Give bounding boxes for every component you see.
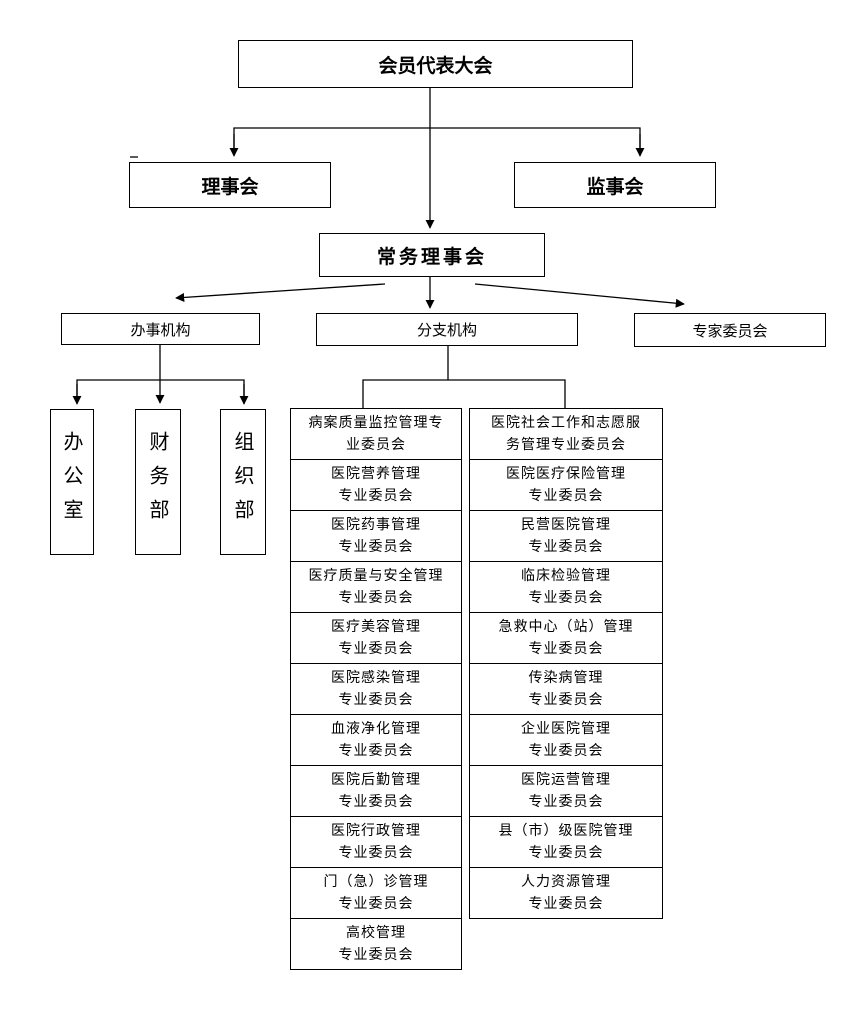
general-assembly-box: 会员代表大会	[238, 40, 633, 88]
committee-name-line2: 专业委员会	[338, 641, 414, 657]
committee-name-line2: 专业委员会	[528, 539, 604, 555]
committee-name-line1: 血液净化管理	[331, 721, 421, 737]
committee-name-line1: 医院药事管理	[331, 517, 421, 533]
committee-name-line2: 专业委员会	[528, 896, 604, 912]
standing-council-box: 常务理事会	[319, 233, 545, 277]
committee-cell: 高校管理专业委员会	[290, 918, 462, 970]
department-office: 办公室	[50, 409, 94, 555]
committee-name-line2: 专业委员会	[338, 692, 414, 708]
committee-name-line1: 人力资源管理	[521, 874, 611, 890]
committee-cell: 血液净化管理专业委员会	[290, 714, 462, 766]
committee-cell: 医院医疗保险管理专业委员会	[469, 459, 663, 511]
committee-cell: 医疗质量与安全管理专业委员会	[290, 561, 462, 613]
committee-name-line2: 专业委员会	[528, 794, 604, 810]
committee-cell: 医院运营管理专业委员会	[469, 765, 663, 817]
committee-name-line2: 专业委员会	[338, 896, 414, 912]
branch-line-committees	[362, 379, 566, 408]
committee-name-line1: 高校管理	[346, 925, 406, 941]
committee-name-line2: 专业委员会	[338, 743, 414, 759]
committee-name-line2: 业委员会	[346, 437, 406, 453]
arrow-to-office	[175, 283, 386, 302]
committee-cell: 企业医院管理专业委员会	[469, 714, 663, 766]
committee-name-line1: 医疗质量与安全管理	[308, 568, 444, 584]
committee-cell: 人力资源管理专业委员会	[469, 867, 663, 919]
committee-name-line1: 医院营养管理	[331, 466, 421, 482]
committee-name-line2: 专业委员会	[338, 794, 414, 810]
committee-name-line2: 专业委员会	[528, 641, 604, 657]
committee-cell: 医院后勤管理专业委员会	[290, 765, 462, 817]
committee-name-line1: 医院医疗保险管理	[506, 466, 626, 482]
committee-cell: 医院感染管理专业委员会	[290, 663, 462, 715]
committee-cell: 医院药事管理专业委员会	[290, 510, 462, 562]
committee-name-line1: 医疗美容管理	[331, 619, 421, 635]
department-organization: 组织部	[220, 409, 266, 555]
committee-name-line1: 医院社会工作和志愿服	[491, 415, 641, 431]
committee-name-line1: 病案质量监控管理专	[308, 415, 444, 431]
committee-name-line2: 专业委员会	[528, 743, 604, 759]
committee-cell: 病案质量监控管理专业委员会	[290, 408, 462, 460]
committee-name-line2: 专业委员会	[338, 947, 414, 963]
branch-line-level2	[233, 127, 641, 152]
committee-name-line1: 临床检验管理	[521, 568, 611, 584]
committee-name-line2: 专业委员会	[338, 845, 414, 861]
committee-name-line2: 专业委员会	[338, 590, 414, 606]
committee-cell: 医院营养管理专业委员会	[290, 459, 462, 511]
committee-name-line2: 专业委员会	[528, 845, 604, 861]
branch-agency-box: 分支机构	[316, 313, 578, 346]
committee-cell: 传染病管理专业委员会	[469, 663, 663, 715]
committee-name-line2: 专业委员会	[528, 692, 604, 708]
committee-name-line1: 医院后勤管理	[331, 772, 421, 788]
committee-name-line1: 传染病管理	[528, 670, 604, 686]
committee-cell: 医院行政管理专业委员会	[290, 816, 462, 868]
committee-cell: 门（急）诊管理专业委员会	[290, 867, 462, 919]
committee-name-line2: 专业委员会	[338, 539, 414, 555]
committee-name-line1: 医院行政管理	[331, 823, 421, 839]
committee-name-line2: 专业委员会	[528, 488, 604, 504]
committee-cell: 急救中心（站）管理专业委员会	[469, 612, 663, 664]
committee-name-line1: 急救中心（站）管理	[498, 619, 634, 635]
committee-name-line2: 专业委员会	[338, 488, 414, 504]
expert-committee-box: 专家委员会	[634, 313, 826, 347]
committee-name-line1: 医院运营管理	[521, 772, 611, 788]
committee-name-line1: 企业医院管理	[521, 721, 611, 737]
committee-cell: 医院社会工作和志愿服务管理专业委员会	[469, 408, 663, 460]
committee-name-line1: 医院感染管理	[331, 670, 421, 686]
supervisory-board-box: 监事会	[514, 162, 716, 208]
committee-name-line2: 务管理专业委员会	[506, 437, 626, 453]
office-agency-box: 办事机构	[61, 313, 260, 345]
council-box: 理事会	[129, 162, 331, 208]
committee-cell: 临床检验管理专业委员会	[469, 561, 663, 613]
committee-cell: 县（市）级医院管理专业委员会	[469, 816, 663, 868]
committee-cell: 医疗美容管理专业委员会	[290, 612, 462, 664]
committee-name-line1: 县（市）级医院管理	[498, 823, 634, 839]
committee-name-line2: 专业委员会	[528, 590, 604, 606]
committee-cell: 民营医院管理专业委员会	[469, 510, 663, 562]
arrow-to-expert	[474, 283, 685, 308]
committee-name-line1: 民营医院管理	[521, 517, 611, 533]
committee-name-line1: 门（急）诊管理	[323, 874, 429, 890]
department-finance: 财务部	[135, 409, 181, 555]
